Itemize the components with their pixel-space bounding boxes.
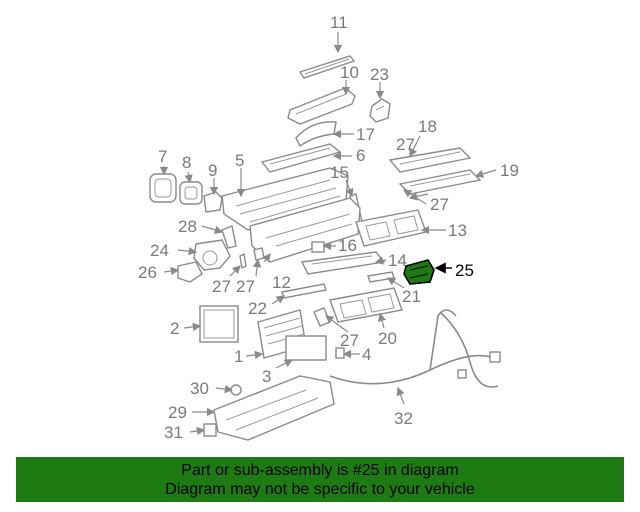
callout-4: 4 bbox=[362, 345, 371, 364]
part-13-frame bbox=[355, 209, 427, 247]
part-2-filter bbox=[199, 305, 239, 343]
callout-21: 21 bbox=[402, 287, 421, 306]
part-23-actuator bbox=[369, 98, 391, 123]
part-25-highlighted[interactable] bbox=[403, 259, 435, 285]
callout-7: 7 bbox=[158, 147, 167, 166]
callout-13: 13 bbox=[448, 221, 467, 240]
callout-28: 27 bbox=[236, 277, 255, 296]
callout-27-middle: 27 bbox=[430, 195, 449, 214]
callout-27-lower: 27 bbox=[340, 331, 359, 350]
part-18-door-assembly bbox=[388, 147, 472, 173]
part-19-door bbox=[398, 169, 482, 195]
callout-29: 27 bbox=[212, 277, 231, 296]
part-24-motor bbox=[193, 239, 231, 271]
part-28-clip bbox=[253, 247, 265, 261]
part-31-duct bbox=[213, 375, 335, 441]
callout-33: 31 bbox=[164, 423, 183, 442]
callout-11: 11 bbox=[330, 13, 348, 32]
callout-20: 20 bbox=[378, 329, 397, 348]
part-26-motor-cap bbox=[177, 261, 203, 283]
callout-14: 14 bbox=[388, 251, 407, 270]
part-8-frame bbox=[179, 181, 203, 205]
part-11-seal-strip bbox=[298, 55, 356, 79]
callout-30: 28 bbox=[178, 217, 197, 236]
parts-diagram: 11 10 23 17 6 7 8 9 5 15 27 18 19 27 13 … bbox=[138, 13, 519, 442]
callout-22: 22 bbox=[248, 299, 267, 318]
callout-3: 3 bbox=[262, 367, 271, 386]
callout-27-upper: 27 bbox=[396, 135, 415, 154]
callout-25[interactable]: 25 bbox=[455, 261, 474, 280]
callout-1: 1 bbox=[234, 347, 243, 366]
callout-5: 5 bbox=[235, 151, 244, 170]
part-9-actuator bbox=[203, 191, 223, 213]
part-21-link bbox=[367, 271, 395, 283]
callout-17: 17 bbox=[356, 125, 375, 144]
part-16-clip bbox=[311, 241, 325, 253]
part-34-wiring-harness bbox=[329, 309, 501, 388]
part-17-plate bbox=[295, 121, 337, 148]
part-3-seal bbox=[285, 335, 327, 361]
banner-line-part-number: Part or sub-assembly is #25 in diagram bbox=[181, 462, 459, 479]
callout-15: 15 bbox=[330, 163, 349, 182]
part-7-frame bbox=[149, 173, 177, 203]
callout-6: 6 bbox=[356, 146, 365, 165]
callout-26: 26 bbox=[138, 263, 157, 282]
callout-9: 9 bbox=[208, 161, 217, 180]
part-29-screw bbox=[239, 252, 247, 270]
callout-16: 16 bbox=[338, 236, 357, 255]
part-12-lower-case bbox=[249, 197, 361, 263]
part-33-pin bbox=[203, 423, 217, 437]
info-banner: Part or sub-assembly is #25 in diagram D… bbox=[16, 457, 624, 502]
callout-32: 30 bbox=[190, 379, 209, 398]
callout-10: 10 bbox=[340, 63, 359, 82]
part-10-door bbox=[287, 87, 356, 125]
callout-2: 2 bbox=[170, 319, 179, 338]
part-30-bracket bbox=[221, 225, 237, 249]
callout-18: 18 bbox=[418, 117, 437, 136]
callout-8: 8 bbox=[182, 153, 191, 172]
banner-line-disclaimer: Diagram may not be specific to your vehi… bbox=[165, 481, 475, 498]
callout-31: 29 bbox=[168, 403, 187, 422]
callout-12: 12 bbox=[272, 273, 291, 292]
leader-lines bbox=[159, 32, 497, 436]
callout-19: 19 bbox=[500, 161, 519, 180]
callout-23: 23 bbox=[370, 65, 389, 84]
part-14-gasket bbox=[300, 251, 386, 275]
callout-labels: 11 10 23 17 6 7 8 9 5 15 27 18 19 27 13 … bbox=[138, 13, 519, 442]
callout-24: 24 bbox=[150, 241, 169, 260]
part-32-clip bbox=[230, 384, 242, 396]
callout-34: 32 bbox=[394, 409, 413, 428]
part-20-frame bbox=[329, 287, 403, 323]
